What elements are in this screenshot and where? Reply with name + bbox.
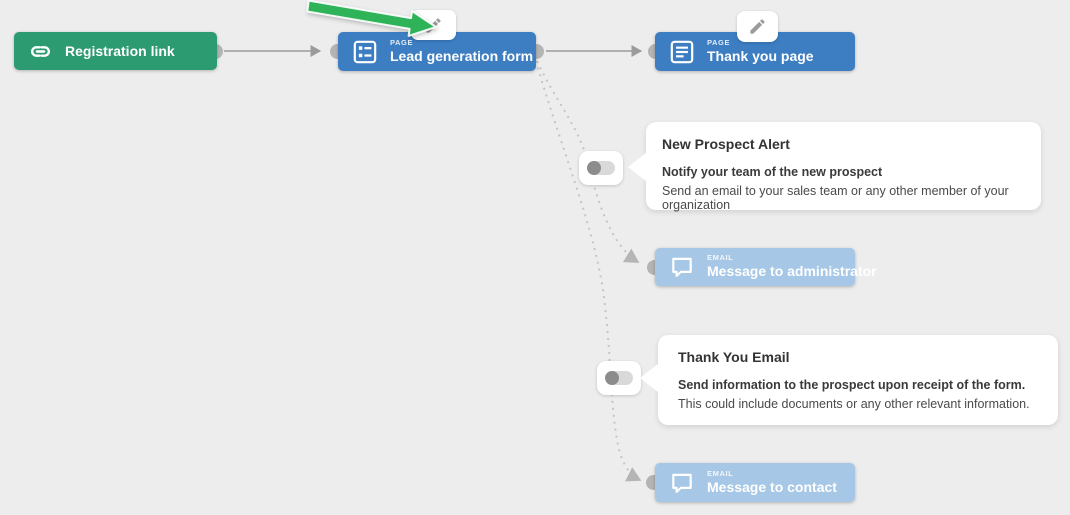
node-registration-link[interactable]: Registration link	[14, 32, 217, 70]
form-icon	[352, 39, 378, 65]
card-title: Thank You Email	[678, 349, 790, 365]
node-title: Thank you page	[707, 47, 814, 64]
node-type-label: EMAIL	[707, 253, 734, 263]
toggle-track	[586, 161, 615, 175]
node-type-label: PAGE	[707, 37, 731, 47]
toggle-new-prospect-alert[interactable]	[579, 151, 623, 185]
node-message-to-administrator[interactable]: EMAIL Message to administrator	[655, 248, 877, 286]
card-description: Send an email to your sales team or any …	[662, 184, 1009, 212]
node-title: Registration link	[65, 43, 175, 59]
email-message-icon	[669, 470, 695, 496]
card-pointer	[640, 364, 658, 392]
node-title: Message to contact	[707, 478, 837, 495]
card-new-prospect-alert: New Prospect Alert Notify your team of t…	[646, 122, 1041, 212]
card-subtitle: Notify your team of the new prospect	[662, 165, 883, 179]
node-thank-you-page[interactable]: PAGE Thank you page	[655, 32, 855, 71]
node-title: Lead generation form	[390, 47, 534, 64]
card-description: This could include documents or any othe…	[678, 397, 1030, 411]
card-subtitle: Send information to the prospect upon re…	[678, 378, 1026, 392]
email-message-icon	[669, 254, 695, 280]
card-title: New Prospect Alert	[662, 136, 790, 152]
toggle-thank-you-email[interactable]	[597, 361, 641, 395]
node-title: Message to administrator	[707, 263, 877, 280]
card-pointer	[628, 153, 646, 181]
toggle-track	[604, 371, 633, 385]
page-icon	[669, 39, 695, 65]
pencil-icon	[424, 16, 443, 35]
edit-lead-generation-form-button[interactable]	[411, 10, 456, 40]
edit-thank-you-page-button[interactable]	[737, 11, 778, 42]
node-message-to-contact[interactable]: EMAIL Message to contact	[655, 463, 855, 502]
connection-form-to-contact-email	[535, 60, 642, 482]
node-type-label: PAGE	[390, 37, 414, 47]
toggle-knob	[604, 371, 619, 385]
node-type-label: EMAIL	[707, 468, 734, 478]
card-thank-you-email: Thank You Email Send information to the …	[658, 335, 1058, 425]
toggle-knob	[586, 161, 601, 175]
link-icon	[28, 39, 53, 64]
pencil-icon	[748, 17, 767, 36]
